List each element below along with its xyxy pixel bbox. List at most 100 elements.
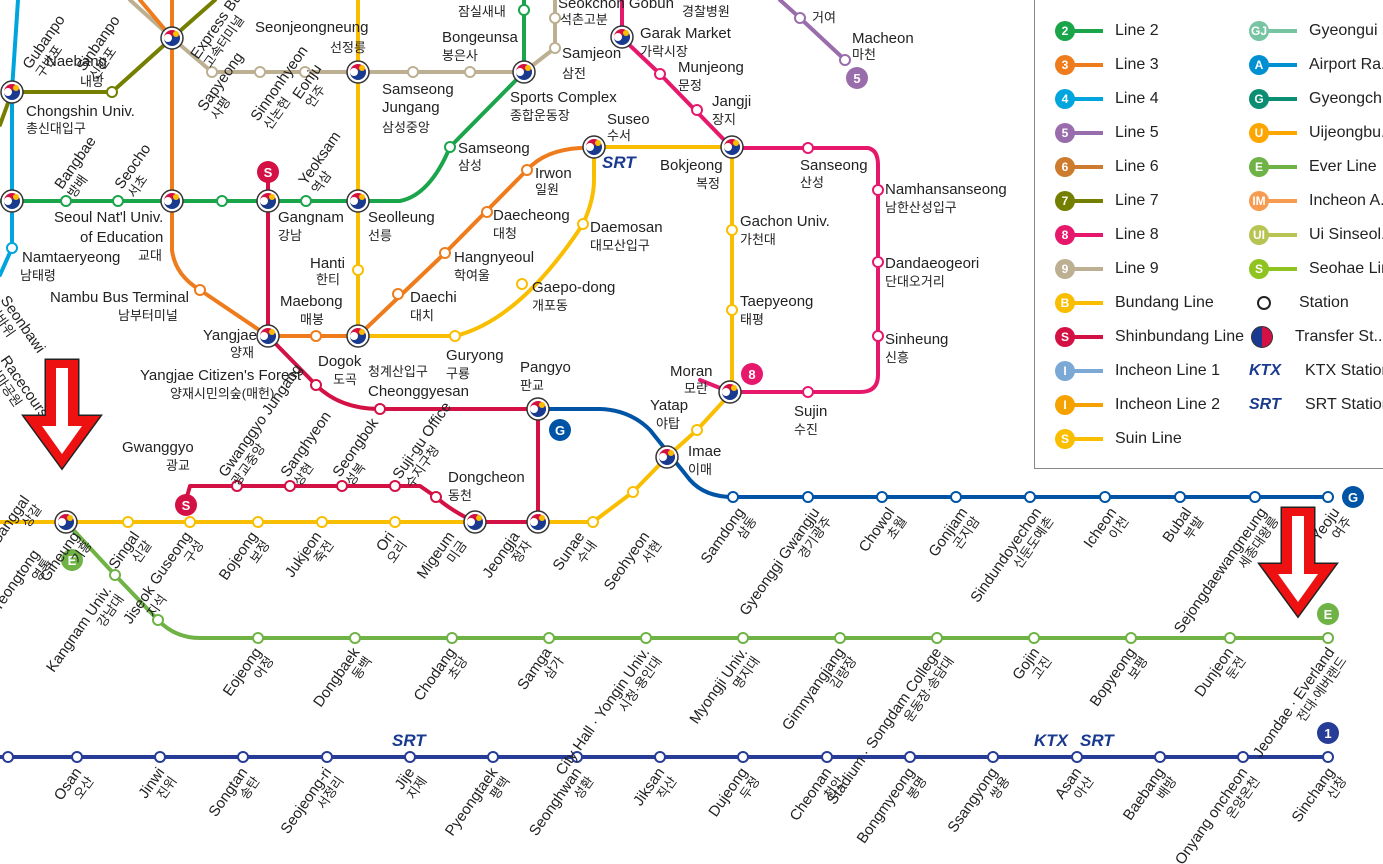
line-badge-icon: G bbox=[1249, 89, 1269, 109]
svg-text:8: 8 bbox=[748, 367, 755, 382]
svg-text:청계산입구: 청계산입구 bbox=[368, 364, 428, 379]
svg-text:Munjeong: Munjeong bbox=[678, 59, 744, 76]
svg-text:삼성중앙: 삼성중앙 bbox=[382, 120, 430, 135]
shinbundang-badge-top: S bbox=[257, 161, 279, 183]
line-swatch bbox=[1073, 267, 1103, 271]
line-badge-icon: A bbox=[1249, 55, 1269, 75]
legend-item: 2 Line 2 bbox=[1055, 19, 1159, 43]
line-badge-icon: 2 bbox=[1055, 21, 1075, 41]
line5-badge: 5 bbox=[846, 67, 868, 89]
station-name-en: Seonghwan bbox=[526, 765, 585, 840]
svg-text:Gwanggyo: Gwanggyo bbox=[122, 439, 194, 456]
line-badge-icon: E bbox=[1249, 157, 1269, 177]
legend-label: Suin Line bbox=[1115, 430, 1182, 447]
svg-text:Maebong: Maebong bbox=[280, 293, 343, 310]
svg-text:태평: 태평 bbox=[740, 312, 764, 327]
svg-text:수서: 수서 bbox=[607, 128, 631, 143]
svg-text:Gaepo-dong: Gaepo-dong bbox=[532, 279, 615, 296]
line-8 bbox=[620, 0, 880, 394]
svg-text:삼전: 삼전 bbox=[562, 66, 586, 81]
svg-text:Naebang: Naebang bbox=[46, 53, 107, 70]
svg-text:Dongcheon: Dongcheon bbox=[448, 469, 525, 486]
svg-text:Imae: Imae bbox=[688, 443, 721, 460]
svg-text:남태령: 남태령 bbox=[20, 268, 56, 283]
bundang-line bbox=[0, 0, 734, 524]
line-swatch bbox=[1267, 29, 1297, 33]
svg-text:Suseo: Suseo bbox=[607, 111, 650, 128]
svg-text:강남: 강남 bbox=[278, 228, 302, 243]
svg-text:Moran: Moran bbox=[670, 363, 713, 380]
svg-text:Nambu Bus Terminal: Nambu Bus Terminal bbox=[50, 289, 189, 306]
line-swatch bbox=[1267, 199, 1297, 203]
line-badge-icon: UI bbox=[1249, 225, 1269, 245]
svg-text:Namhansanseong: Namhansanseong bbox=[885, 181, 1007, 198]
ktx-logo-icon: KTX bbox=[1249, 362, 1281, 379]
ktx-mark-asan: KTX bbox=[1034, 731, 1070, 750]
line-swatch bbox=[1267, 165, 1297, 169]
line-badge-icon: IM bbox=[1249, 191, 1269, 211]
line-badge-icon: 4 bbox=[1055, 89, 1075, 109]
svg-text:일원: 일원 bbox=[535, 182, 559, 197]
legend-label: Transfer St... bbox=[1295, 328, 1383, 345]
red-down-arrow-icon bbox=[21, 358, 103, 471]
legend-label: KTX Station bbox=[1305, 362, 1383, 379]
line-swatch bbox=[1073, 437, 1103, 441]
line-4 bbox=[0, 0, 20, 277]
svg-text:가천대: 가천대 bbox=[740, 232, 776, 247]
svg-text:Garak Market: Garak Market bbox=[640, 25, 732, 42]
svg-text:Sinheung: Sinheung bbox=[885, 331, 948, 348]
svg-text:Samseong: Samseong bbox=[382, 81, 454, 98]
legend-label: Line 6 bbox=[1115, 158, 1159, 175]
svg-text:거여: 거여 bbox=[812, 10, 836, 25]
svg-text:Yatap: Yatap bbox=[650, 397, 688, 414]
svg-text:Seolleung: Seolleung bbox=[368, 209, 435, 226]
legend-label: Seohae Lin... bbox=[1309, 260, 1383, 277]
everline-station-label: Kangnam Univ.강남대 bbox=[43, 583, 127, 676]
gyeonggang-badge-end: G bbox=[1342, 486, 1364, 508]
line-swatch bbox=[1267, 63, 1297, 67]
station-name-en: Bongmyeong bbox=[854, 765, 919, 847]
svg-text:G: G bbox=[1348, 490, 1358, 505]
svg-text:Sports Complex: Sports Complex bbox=[510, 89, 617, 106]
srt-mark-suseo: SRT bbox=[602, 153, 637, 172]
legend-label: Gyeongchu... bbox=[1309, 90, 1383, 107]
svg-text:문정: 문정 bbox=[678, 78, 702, 93]
svg-text:이매: 이매 bbox=[688, 462, 712, 477]
line-swatch bbox=[1073, 29, 1103, 33]
shinbundang-badge-bottom: S bbox=[175, 494, 197, 516]
svg-text:석촌고분: 석촌고분 bbox=[560, 12, 608, 27]
svg-text:종합운동장: 종합운동장 bbox=[510, 108, 570, 123]
svg-text:선릉: 선릉 bbox=[368, 228, 392, 243]
line-swatch bbox=[1073, 165, 1103, 169]
legend-label: Uijeongbu... bbox=[1309, 124, 1383, 141]
legend-label: Line 2 bbox=[1115, 22, 1159, 39]
line-badge-icon: S bbox=[1055, 327, 1075, 347]
svg-text:Dandaeogeori: Dandaeogeori bbox=[885, 255, 979, 272]
